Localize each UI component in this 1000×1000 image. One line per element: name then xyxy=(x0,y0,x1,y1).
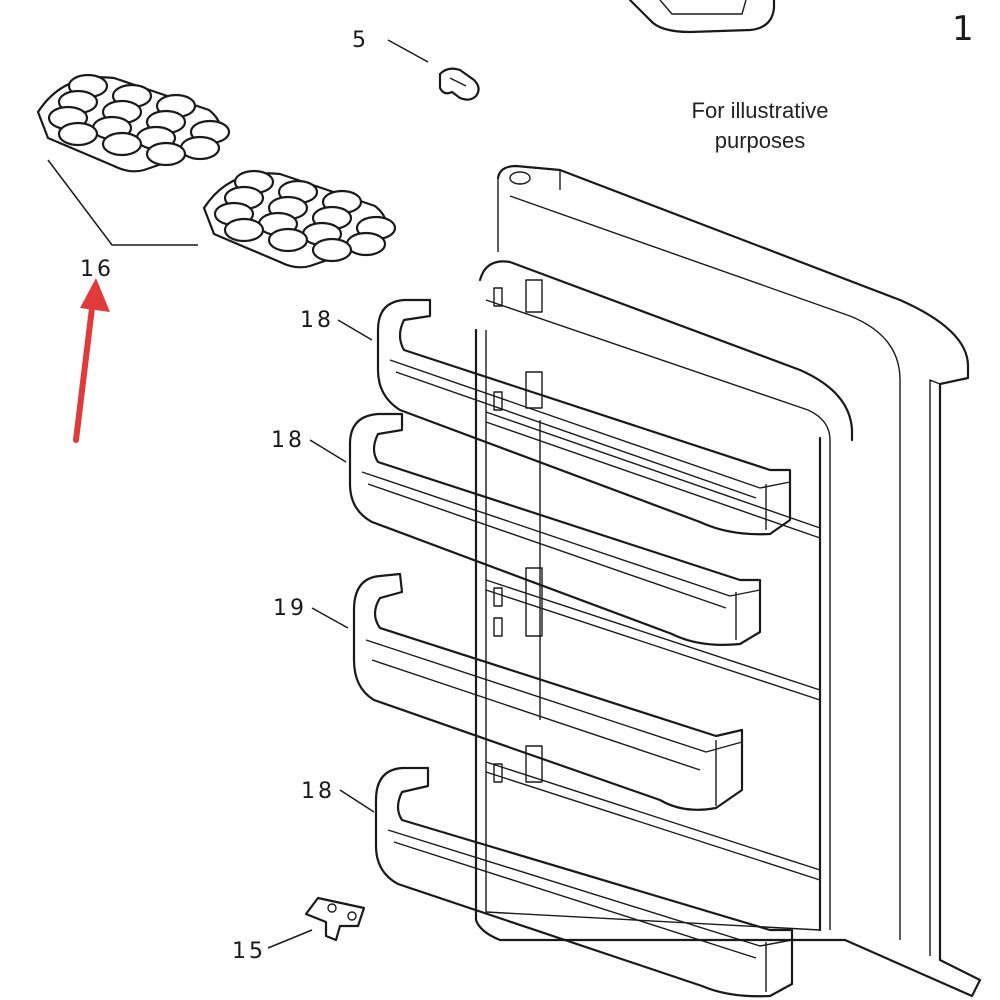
leader-line-18-bottom xyxy=(339,789,375,813)
callout-18-second: 18 xyxy=(271,428,305,453)
leader-line-19 xyxy=(311,607,349,629)
egg-cup xyxy=(179,135,221,161)
leader-line-16 xyxy=(47,159,198,246)
egg-cup xyxy=(101,131,143,157)
lower-hinge-part xyxy=(304,896,366,942)
callout-18-top: 18 xyxy=(300,308,334,333)
egg-cup xyxy=(267,227,309,253)
egg-cup xyxy=(223,217,265,243)
leader-line-15 xyxy=(267,929,313,949)
door-shelf-3 xyxy=(374,766,794,998)
egg-tray-1 xyxy=(36,73,231,173)
callout-19: 19 xyxy=(273,596,307,621)
callout-18-bottom: 18 xyxy=(301,779,335,804)
hinge-pin-part xyxy=(438,67,480,101)
callout-16: 16 xyxy=(80,257,114,282)
egg-cup xyxy=(57,121,99,147)
door-body xyxy=(474,164,982,998)
leader-line-18-top xyxy=(337,319,373,341)
leader-line-5 xyxy=(387,39,429,63)
sheet-number: 1 xyxy=(952,9,974,49)
egg-tray-2 xyxy=(202,169,397,269)
egg-cup xyxy=(145,141,187,167)
egg-cup xyxy=(311,237,353,263)
door-bin-19 xyxy=(352,572,744,811)
note-line-2: purposes xyxy=(715,128,806,153)
callout-5: 5 xyxy=(352,28,369,53)
note-line-1: For illustrative xyxy=(692,98,829,123)
egg-cup xyxy=(345,231,387,257)
top-shelf-part xyxy=(628,0,776,34)
door-shelf-2 xyxy=(348,412,762,646)
highlight-arrow xyxy=(73,278,110,443)
leader-line-18-second xyxy=(309,439,347,463)
callout-15: 15 xyxy=(232,939,266,964)
door-shelf-1 xyxy=(376,298,792,536)
